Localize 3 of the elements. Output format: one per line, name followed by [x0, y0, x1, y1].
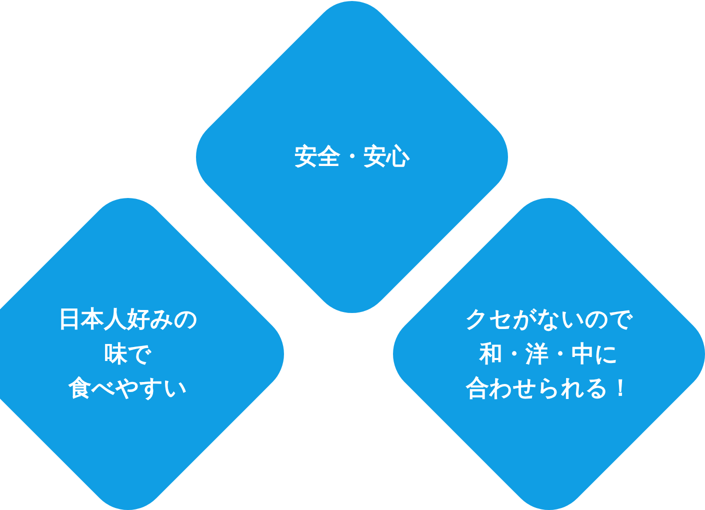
diamond-text: 日本人好みの味で食べやすい [58, 305, 198, 404]
diamond-text: クセがないので和・洋・中に合わせられる！ [465, 305, 633, 404]
diamond-text: 安全・安心 [294, 142, 410, 172]
